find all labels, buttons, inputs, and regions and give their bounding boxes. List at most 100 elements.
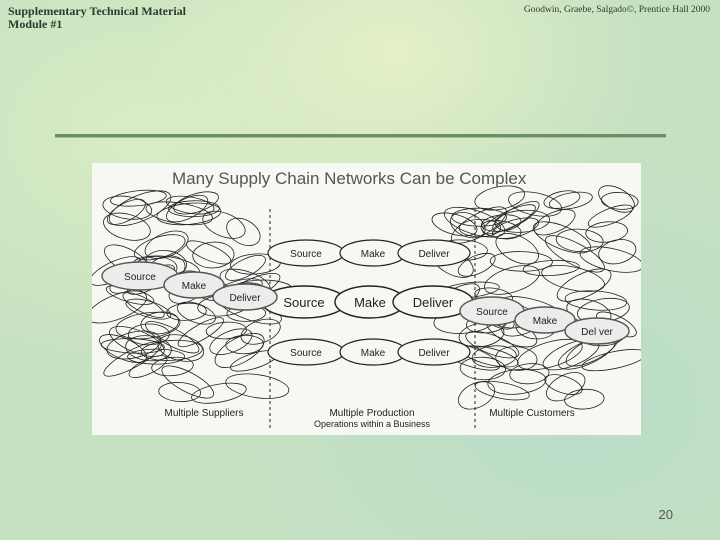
module-label: Module #1 xyxy=(8,17,63,31)
supplier-source-label: Source xyxy=(124,272,156,283)
background-oval xyxy=(110,189,167,207)
bottom-source-label: Source xyxy=(290,348,322,359)
title-rule xyxy=(55,134,666,138)
background-oval xyxy=(226,217,261,247)
background-oval xyxy=(517,338,583,371)
background-oval xyxy=(225,373,290,399)
background-oval xyxy=(186,240,232,265)
background-oval xyxy=(141,339,203,361)
background-oval xyxy=(106,198,146,225)
background-oval xyxy=(556,268,612,302)
background-oval xyxy=(106,330,162,360)
background-oval xyxy=(127,348,185,365)
background-oval xyxy=(509,363,550,385)
background-oval xyxy=(579,246,641,273)
background-oval xyxy=(598,239,637,265)
customer-make-label: Make xyxy=(533,316,558,327)
background-oval xyxy=(564,290,628,311)
background-oval xyxy=(541,265,605,292)
middle-chain-top xyxy=(267,239,471,267)
diagram-title: Many Supply Chain Networks Can be Comple… xyxy=(172,169,527,188)
main-deliver-label: Deliver xyxy=(413,295,454,310)
background-oval xyxy=(598,185,635,213)
background-oval xyxy=(489,251,553,272)
background-oval xyxy=(177,317,224,348)
background-oval xyxy=(108,190,172,227)
main-make-label: Make xyxy=(354,295,386,310)
copyright-credit: Goodwin, Graebe, Salgado©, Prentice Hall… xyxy=(523,5,710,15)
supply-chain-diagram: Many Supply Chain Networks Can be Comple… xyxy=(92,169,641,431)
customer-deliver-label: Del ver xyxy=(581,327,613,338)
background-oval xyxy=(480,220,522,240)
top-deliver-label: Deliver xyxy=(418,249,450,260)
top-make-label: Make xyxy=(361,249,386,260)
background-oval xyxy=(161,365,215,399)
background-oval xyxy=(122,292,165,318)
background-oval xyxy=(115,311,181,340)
background-oval xyxy=(474,185,525,211)
background-oval xyxy=(555,228,604,253)
background-oval xyxy=(192,241,235,269)
background-oval xyxy=(451,207,507,227)
customers-label: Multiple Customers xyxy=(489,408,575,419)
bottom-deliver-label: Deliver xyxy=(418,348,450,359)
background-oval xyxy=(125,335,172,362)
background-oval xyxy=(176,301,216,325)
middle-chain-main xyxy=(261,285,474,319)
background-oval xyxy=(457,381,496,410)
background-oval xyxy=(214,333,265,368)
customer-source-label: Source xyxy=(476,307,508,318)
background-oval xyxy=(209,328,253,355)
background-oval xyxy=(457,252,496,277)
background-oval xyxy=(431,212,478,237)
background-oval xyxy=(99,334,147,363)
suppliers-label: Multiple Suppliers xyxy=(165,408,244,419)
background-oval xyxy=(140,311,180,335)
background-oval xyxy=(585,221,629,243)
supplier-chain xyxy=(101,261,278,311)
background-oval xyxy=(144,230,189,259)
background-oval xyxy=(495,346,538,371)
production-label-line1: Multiple Production xyxy=(329,408,414,419)
background-oval xyxy=(564,388,605,410)
background-oval xyxy=(166,194,209,223)
background-oval xyxy=(191,382,247,404)
background-oval xyxy=(145,201,213,226)
background-oval xyxy=(494,209,551,233)
background-oval xyxy=(450,206,507,244)
background-oval xyxy=(471,345,517,368)
background-oval xyxy=(543,190,581,209)
middle-chain-bottom xyxy=(267,338,471,366)
bottom-make-label: Make xyxy=(361,348,386,359)
background-oval xyxy=(587,204,633,228)
background-oval xyxy=(173,191,219,215)
slide-header-left: Supplementary Technical Material Module … xyxy=(8,5,186,31)
top-source-label: Source xyxy=(290,249,322,260)
supply-chain-figure: Many Supply Chain Networks Can be Comple… xyxy=(92,163,641,435)
background-oval xyxy=(532,221,592,254)
background-oval xyxy=(165,195,215,215)
background-oval xyxy=(545,235,605,273)
production-label-line2: Operations within a Business xyxy=(314,419,431,429)
background-oval xyxy=(459,356,506,381)
background-oval xyxy=(102,195,153,220)
background-oval xyxy=(548,191,593,210)
background-oval xyxy=(158,382,202,402)
background-oval xyxy=(443,206,506,238)
background-oval xyxy=(484,265,540,295)
background-oval xyxy=(225,334,264,355)
page-number: 20 xyxy=(658,507,673,522)
background-oval xyxy=(151,356,194,377)
background-oval xyxy=(487,369,547,395)
background-oval xyxy=(546,372,586,402)
supplier-make-label: Make xyxy=(182,281,207,292)
background-oval xyxy=(133,234,186,261)
background-oval xyxy=(103,212,151,241)
background-oval xyxy=(522,259,580,277)
background-oval xyxy=(225,254,266,281)
main-source-label: Source xyxy=(283,295,324,310)
customer-chain xyxy=(459,296,630,345)
background-oval xyxy=(145,321,200,354)
supplier-deliver-label: Deliver xyxy=(229,293,261,304)
background-oval xyxy=(495,233,539,265)
